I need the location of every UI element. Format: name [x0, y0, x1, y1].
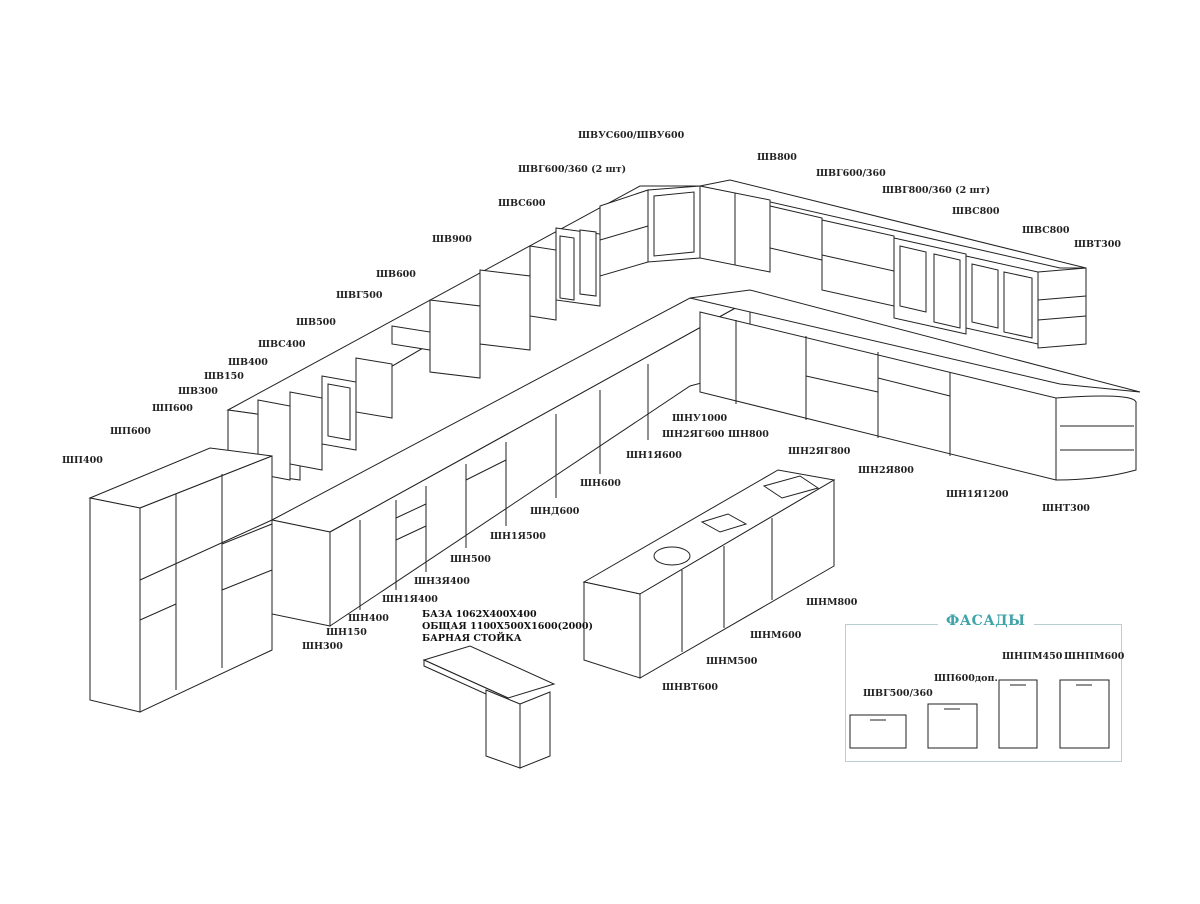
- label-shn800: ШН800: [728, 429, 791, 443]
- label-shv900: ШВ900: [432, 234, 494, 248]
- label-shvg800-360-2: ШВГ800/360 (2 шт): [882, 185, 1013, 199]
- label-shv600: ШВ600: [376, 269, 438, 283]
- island: [582, 469, 836, 679]
- label-shn2ya800: ШН2Я800: [858, 465, 936, 479]
- bar-counter: [422, 645, 556, 769]
- facade-shapes: [849, 679, 1110, 749]
- label-shvs400: ШВС400: [258, 339, 328, 353]
- label-shnm800: ШНМ800: [806, 597, 880, 611]
- facade-label-1: ШВГ500/360: [863, 688, 955, 702]
- label-shp400: ШП400: [62, 455, 125, 469]
- label-shn2yag800: ШН2ЯГ800: [788, 446, 873, 460]
- label-shnm600: ШНМ600: [750, 630, 824, 644]
- label-shn600: ШН600: [580, 478, 643, 492]
- label-shvs600: ШВС600: [498, 198, 568, 212]
- label-shnu1000: ШНУ1000: [672, 413, 750, 427]
- base-cabinets-left: [270, 297, 752, 627]
- bar-info-line1: БАЗА 1062Х400Х400: [422, 609, 537, 620]
- label-shvg600-360: ШВГ600/360: [816, 168, 908, 182]
- base-cabinets-right: [689, 289, 1141, 481]
- label-shn2yag600: ШН2ЯГ600: [662, 429, 747, 443]
- facade-label-2: ШП600доп.: [934, 673, 1020, 687]
- label-shnt300: ШНТ300: [1042, 503, 1112, 517]
- corner-wall-cabinet: [647, 185, 701, 263]
- facades-title: ФАСАДЫ: [938, 613, 1034, 629]
- label-shvt300: ШВТ300: [1074, 239, 1143, 253]
- label-shvs800-b: ШВС800: [1022, 225, 1092, 239]
- label-shn500: ШН500: [450, 554, 513, 568]
- label-shn1ya600: ШН1Я600: [626, 450, 704, 464]
- facade-label-3: ШНПМ450: [1002, 651, 1085, 665]
- wall-cabinets-right: [699, 179, 1087, 349]
- label-shn1ya500: ШН1Я500: [490, 531, 568, 545]
- label-shn3ya400: ШН3Я400: [414, 576, 492, 590]
- label-shnvt600: ШНВТ600: [662, 682, 740, 696]
- bar-info-line2: ОБЩАЯ 1100Х500Х1600(2000): [422, 621, 593, 632]
- facade-label-4: ШНПМ600: [1064, 651, 1147, 665]
- label-shv300: ШВ300: [178, 386, 240, 400]
- tall-cabinets: [88, 447, 273, 713]
- wall-cabinets-left: [226, 185, 702, 481]
- label-shv150: ШВ150: [204, 371, 266, 385]
- label-shv500: ШВ500: [296, 317, 358, 331]
- label-shnd600: ШНД600: [530, 506, 602, 520]
- label-shn400: ШН400: [348, 613, 411, 627]
- label-shn1ya400: ШН1Я400: [382, 594, 460, 608]
- label-shvg500: ШВГ500: [336, 290, 405, 304]
- label-shvus600: ШВУС600/ШВУ600: [578, 130, 707, 144]
- label-shnm500: ШНМ500: [706, 656, 780, 670]
- label-shp600-b: ШП600: [110, 426, 173, 440]
- bar-info-line3: БАРНАЯ СТОЙКА: [422, 633, 522, 644]
- label-shn1ya1200: ШН1Я1200: [946, 489, 1031, 503]
- label-shvg600-360-2: ШВГ600/360 (2 шт): [518, 164, 649, 178]
- label-shp600-a: ШП600: [152, 403, 215, 417]
- label-shn300: ШН300: [302, 641, 365, 655]
- label-shvs800-a: ШВС800: [952, 206, 1022, 220]
- label-shv400: ШВ400: [228, 357, 290, 371]
- label-shn150: ШН150: [326, 627, 389, 641]
- label-shv800: ШВ800: [757, 152, 819, 166]
